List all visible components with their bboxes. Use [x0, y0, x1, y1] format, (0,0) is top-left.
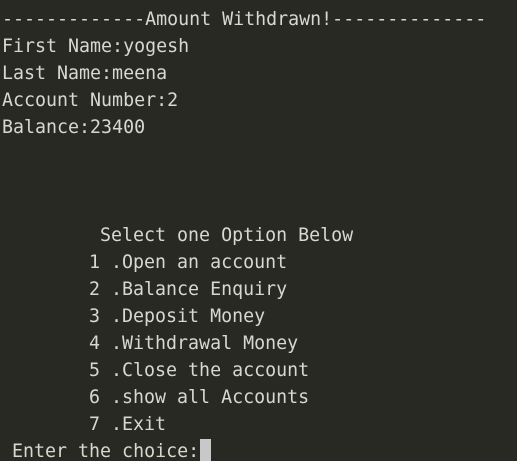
choice-prompt-line[interactable]: Enter the choice:	[12, 438, 212, 461]
choice-prompt-label: Enter the choice:	[12, 441, 200, 461]
account-number-line: Account Number:2	[2, 90, 179, 111]
menu-item-balance-enquiry: 2 .Balance Enquiry	[89, 279, 288, 300]
menu-item-exit: 7 .Exit	[89, 414, 167, 435]
text-cursor[interactable]	[200, 439, 212, 461]
last-name-line: Last Name:meena	[2, 63, 168, 84]
first-name-line: First Name:yogesh	[2, 36, 190, 57]
menu-item-deposit-money: 3 .Deposit Money	[89, 306, 266, 327]
withdrawn-header: -------------Amount Withdrawn!----------…	[2, 9, 487, 30]
menu-item-close-account: 5 .Close the account	[89, 360, 310, 381]
menu-item-withdrawal-money: 4 .Withdrawal Money	[89, 333, 299, 354]
menu-item-show-all-accounts: 6 .show all Accounts	[89, 387, 310, 408]
menu-title: Select one Option Below	[100, 225, 354, 246]
menu-item-open-account: 1 .Open an account	[89, 252, 288, 273]
balance-line: Balance:23400	[2, 117, 146, 138]
